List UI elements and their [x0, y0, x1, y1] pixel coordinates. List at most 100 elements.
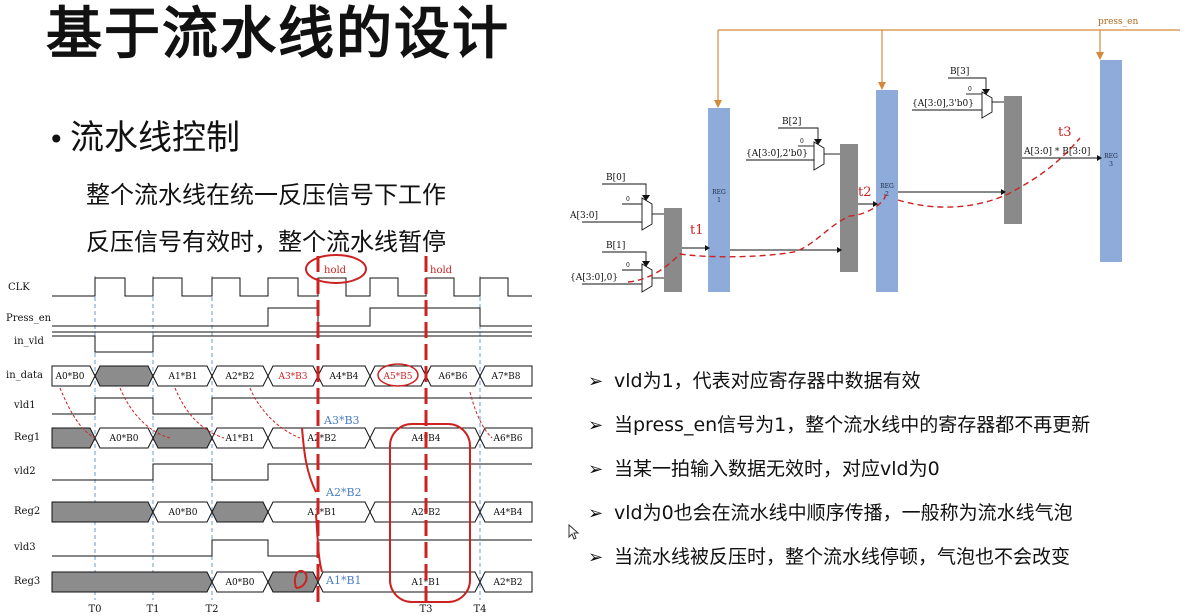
- note-a3b3: A3*B3: [323, 414, 360, 427]
- time-label-t1: T1: [146, 604, 159, 615]
- point-5: ➢当流水线被反压时，整个流水线停顿，气泡也不会改变: [588, 542, 1194, 586]
- hold-label-1: hold: [324, 265, 347, 276]
- in-data-val-5: A5*B5: [382, 372, 412, 382]
- vld3-wave: [52, 539, 532, 557]
- freeze-arrow-1: [301, 427, 317, 493]
- mux-1: [641, 197, 653, 231]
- sig-label-clk: CLK: [8, 282, 30, 293]
- reg1-val-1: A1*B1: [224, 434, 254, 444]
- reg1-block: [708, 108, 730, 292]
- adder-1: [664, 208, 682, 292]
- in-vld-wave: [52, 335, 532, 353]
- reg3-val-1: A1*B1: [410, 578, 440, 588]
- stage-mark-t2: t2: [858, 185, 872, 200]
- point-arrow-icon: ➢: [588, 415, 604, 436]
- point-3-text: 当某一拍输入数据无效时，对应vld为0: [614, 458, 940, 480]
- point-arrow-icon: ➢: [588, 547, 604, 568]
- zero-2: 0: [626, 262, 630, 269]
- note-a1b1: A1*B1: [325, 574, 362, 587]
- reg2-bubble-1: [51, 501, 154, 523]
- vld2-wave: [52, 463, 532, 481]
- sig-label-in-vld: in_vld: [14, 336, 44, 347]
- zero-3: 0: [800, 138, 804, 145]
- sig-label-reg1: Reg1: [14, 432, 40, 443]
- sig-label-reg2: Reg2: [14, 506, 40, 517]
- sub-line-2: 反压信号有效时，整个流水线暂停: [86, 228, 446, 256]
- reg3-val-2: A2*B2: [492, 578, 522, 588]
- stage-mark-t3: t3: [1058, 125, 1072, 140]
- reg2-val-1: A1*B1: [306, 508, 336, 518]
- point-arrow-icon: ➢: [588, 459, 604, 480]
- zero-4: 0: [968, 86, 972, 93]
- clk-wave: [52, 277, 532, 297]
- press-en-wave: [52, 307, 532, 327]
- input-a-shift2: {A[3:0],2'b0}: [746, 149, 808, 159]
- in-data-val-2: A2*B2: [224, 372, 254, 382]
- reg1-val-4: A6*B6: [492, 434, 522, 444]
- point-2: ➢ 当press_en信号为1，整个流水线中的寄存器都不再更新: [588, 410, 1194, 454]
- reg2-bubble-2: [211, 501, 269, 523]
- reg3-bubble-2: [267, 571, 319, 593]
- bullet-text: 流水线控制: [70, 118, 240, 158]
- in-data-val-6: A6*B6: [437, 372, 467, 382]
- in-data-val-3: A3*B3: [277, 372, 307, 382]
- input-b0: B[0]: [606, 173, 625, 183]
- point-arrow-icon: ➢: [588, 371, 604, 392]
- time-label-t4: T4: [473, 604, 486, 615]
- mouse-cursor-icon: [568, 524, 580, 540]
- reg1-bubble-1: [51, 427, 96, 449]
- reg1-val-0: A0*B0: [108, 434, 138, 444]
- sig-label-vld2: vld2: [13, 466, 36, 477]
- in-data-val-1: A1*B1: [167, 372, 197, 382]
- hold-label-2: hold: [430, 265, 453, 276]
- hold-circle: [305, 254, 367, 284]
- input-b2: B[2]: [782, 117, 801, 127]
- note-a2b2: A2*B2: [325, 486, 362, 499]
- press-en-label: press_en: [1098, 17, 1138, 27]
- bullet-heading: •流水线控制: [48, 116, 240, 162]
- in-data-val-0: A0*B0: [54, 372, 84, 382]
- mux-3: [813, 141, 825, 171]
- reg2-val-0: A0*B0: [167, 508, 197, 518]
- bullet-dot: •: [48, 123, 65, 156]
- sig-label-press-en: Press_en: [6, 313, 52, 324]
- hold-region-box: [389, 423, 471, 603]
- reg3-scribble: [294, 569, 308, 589]
- time-label-t0: T0: [88, 604, 101, 615]
- vld1-wave: [52, 397, 532, 415]
- slide-title: 基于流水线的设计: [46, 2, 510, 67]
- reg3-block: [1100, 60, 1122, 262]
- sig-label-in-data: in_data: [6, 370, 43, 381]
- input-a-shift1: {A[3:0],0}: [570, 273, 618, 283]
- stage-mark-t1: t1: [690, 223, 704, 238]
- point-4-text: vld为0也会在流水线中顺序传播，一般称为流水线气泡: [614, 502, 1073, 524]
- reg1-bubble-2: [152, 427, 213, 449]
- input-b1: B[1]: [606, 241, 625, 251]
- mux-2: [641, 263, 653, 293]
- point-arrow-icon: ➢: [588, 503, 604, 524]
- point-1: ➢ vld为1，代表对应寄存器中数据有效: [588, 366, 1194, 410]
- point-2-text: 当press_en信号为1，整个流水线中的寄存器都不再更新: [614, 414, 1091, 436]
- reg2-val-3: A4*B4: [492, 508, 522, 518]
- in-data-seg-1: [51, 365, 96, 387]
- reg2-block: [876, 90, 898, 292]
- sig-label-reg3: Reg3: [14, 576, 40, 587]
- time-label-t2: T2: [205, 604, 218, 615]
- in-data-val-4: A4*B4: [328, 372, 358, 382]
- point-3: ➢ 当某一拍输入数据无效时，对应vld为0: [588, 454, 1194, 498]
- adder-2: [840, 144, 858, 272]
- freeze-arrow-2: [315, 513, 323, 573]
- reg1-val-2: A2*B2: [306, 434, 336, 444]
- point-1-text: vld为1，代表对应寄存器中数据有效: [614, 370, 921, 392]
- adder-3: [1004, 96, 1022, 224]
- sub-line-1: 整个流水线在统一反压信号下工作: [86, 181, 446, 209]
- a5-circle: [377, 363, 419, 387]
- reg3-bubble-1: [51, 571, 213, 593]
- reg3-val-0: A0*B0: [224, 578, 254, 588]
- key-points: ➢ vld为1，代表对应寄存器中数据有效 ➢ 当press_en信号为1，整个流水线…: [588, 366, 1194, 586]
- data-path-trace: [627, 137, 1081, 283]
